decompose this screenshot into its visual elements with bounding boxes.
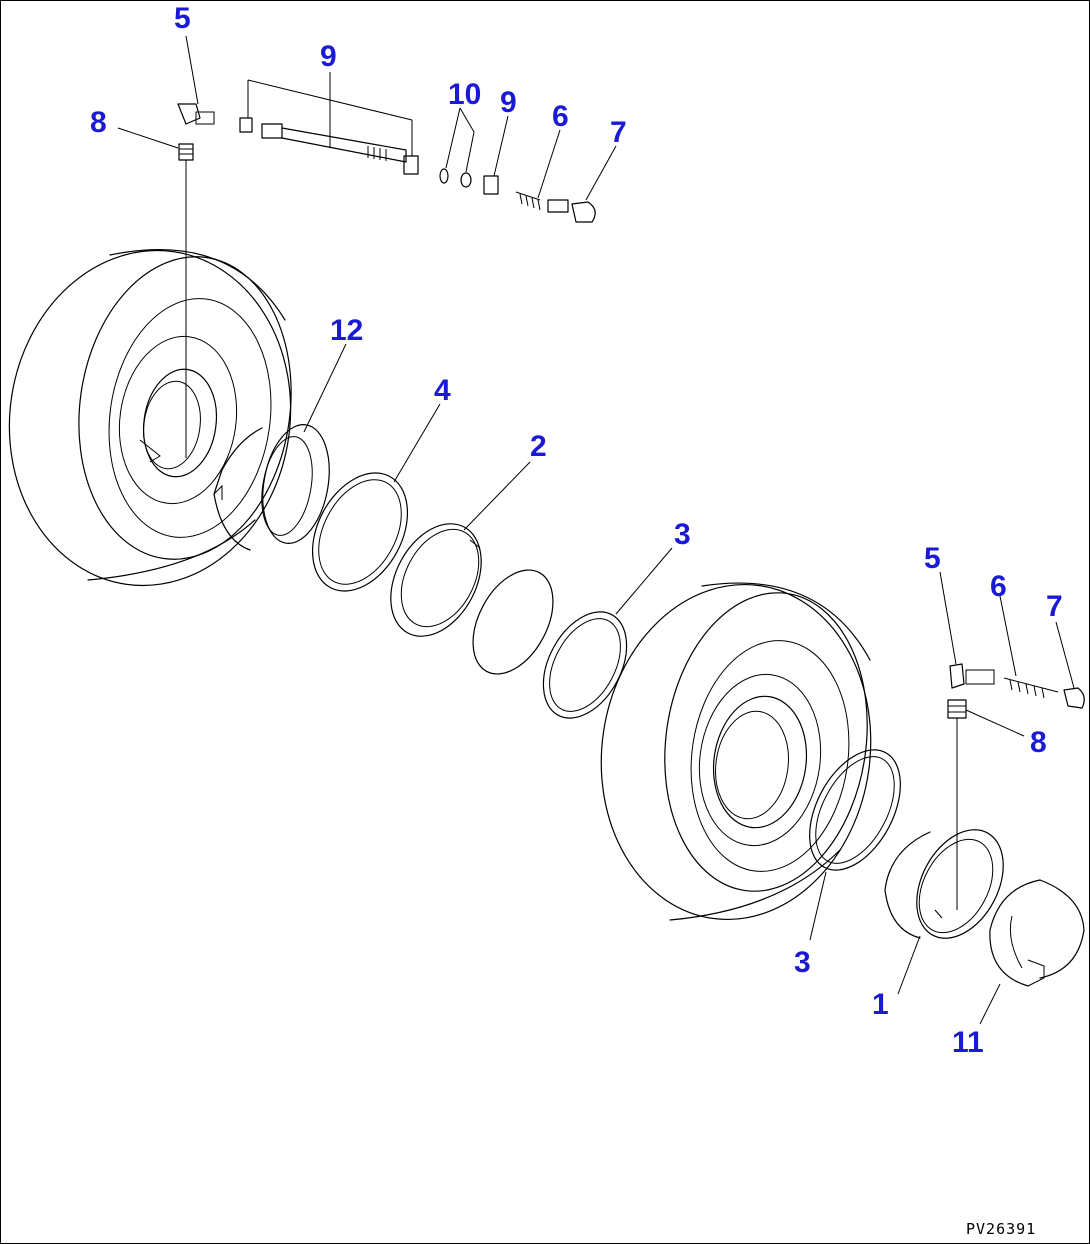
left-wheel — [8, 249, 292, 587]
callout-11: 11 — [952, 1026, 984, 1059]
part-3-o-ring-lower — [809, 749, 901, 871]
callout-1: 1 — [872, 988, 889, 1021]
part-2-seal — [390, 523, 482, 637]
part-12-bushing — [213, 424, 330, 551]
leader-lines — [117, 35, 1075, 1025]
right-hardware — [947, 663, 1085, 910]
callout-6-right: 6 — [990, 570, 1007, 603]
callout-9-top: 9 — [320, 40, 337, 73]
part-4-ring — [311, 472, 409, 592]
thin-ring — [472, 569, 554, 675]
top-hardware — [177, 103, 596, 458]
drawing-number: PV26391 — [966, 1220, 1036, 1238]
part-11-cover — [989, 879, 1085, 987]
callout-8-top: 8 — [90, 106, 107, 139]
callout-3-lower: 3 — [794, 946, 811, 979]
callout-4: 4 — [434, 374, 451, 407]
callout-5-right: 5 — [924, 542, 941, 575]
callout-10: 10 — [448, 78, 481, 111]
callout-7-top: 7 — [610, 116, 627, 149]
callout-2: 2 — [530, 430, 547, 463]
callout-6-top: 6 — [552, 100, 569, 133]
callout-12: 12 — [330, 314, 363, 347]
callout-labels: 5 9 8 10 9 6 7 12 4 2 3 5 6 7 8 3 1 11 — [90, 2, 1063, 1059]
callout-7-right: 7 — [1046, 590, 1063, 623]
callout-8-right: 8 — [1030, 726, 1047, 759]
callout-5-top: 5 — [174, 2, 191, 35]
callout-9-mid: 9 — [500, 86, 517, 119]
right-wheel — [600, 582, 872, 921]
part-1-bushing — [884, 829, 1004, 939]
callout-3-upper: 3 — [674, 518, 691, 551]
